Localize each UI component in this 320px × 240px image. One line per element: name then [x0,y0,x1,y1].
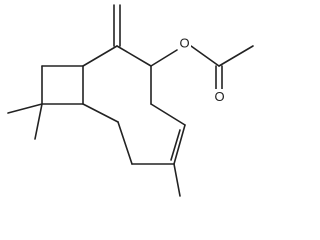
bond-ch2-to-bridgehead [82,103,119,123]
bond-gem-methyl-left [7,103,43,114]
carbonyl-oxygen-mask [213,89,226,104]
bond-ring-to-methylene-carbon [82,45,118,67]
bond-alkene-double-inner [170,129,181,161]
bond-gem-methyl-down [34,103,43,140]
skeletal-structure-diagram: O O [7,4,254,197]
bond-carbonyl-to-methyl [218,45,254,67]
bond-alkene-carbon-methyl [173,163,181,197]
bond-ch2-to-ch2 [117,121,133,165]
bond-ring-ch2-to-alkene [150,103,186,126]
ester-oxygen-mask [178,35,191,51]
bond-oxygen-to-carbonyl-carbon [190,45,220,67]
bond-methylene-carbon-to-ester-carbon [116,45,152,67]
bond-ester-carbon-to-oxygen [150,49,178,67]
carbonyl-oxygen-label: O [214,89,224,104]
ester-oxygen-label: O [179,36,189,51]
bond-alkene-double-outer [173,124,186,165]
